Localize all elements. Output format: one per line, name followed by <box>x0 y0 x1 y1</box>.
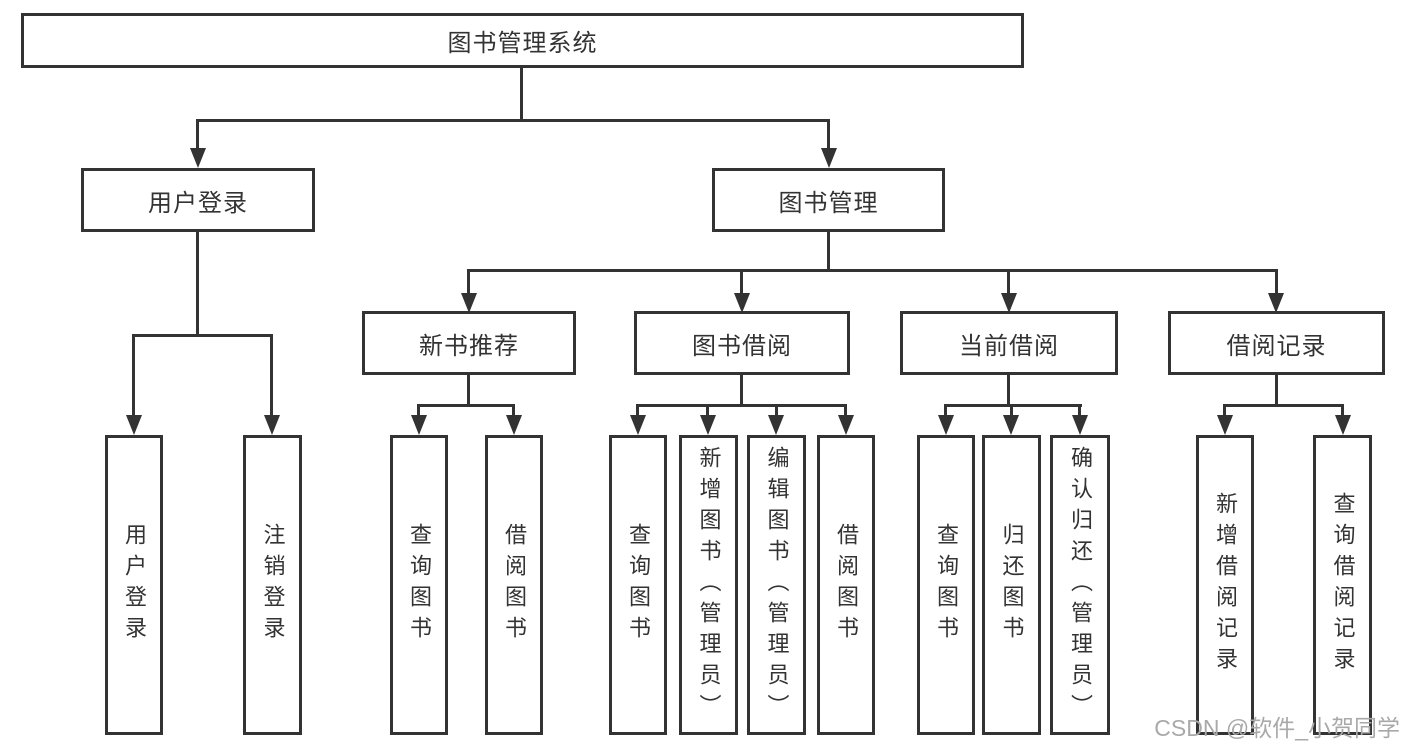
arrow-down-icon <box>190 148 206 168</box>
arrow-down-icon <box>1268 293 1284 313</box>
connector-line <box>1007 375 1010 406</box>
node-root: 图书管理系统 <box>21 13 1024 68</box>
connector-line <box>740 269 743 295</box>
connector-line <box>468 269 1278 272</box>
arrow-down-icon <box>264 415 280 435</box>
leaf-logout: 注销登录 <box>243 435 302 735</box>
leaf-query-books-borrowing-label: 查询图书 <box>626 523 651 647</box>
arrow-down-icon <box>126 415 142 435</box>
connector-line <box>944 404 1082 407</box>
node-borrowing-records: 借阅记录 <box>1168 311 1385 375</box>
connector-line <box>132 334 135 417</box>
arrow-down-icon <box>1217 415 1233 435</box>
connector-line <box>706 404 709 417</box>
connector-line <box>1275 375 1278 406</box>
leaf-query-books-recommend: 查询图书 <box>390 435 448 735</box>
node-new-book-recommend: 新书推荐 <box>362 311 576 375</box>
node-book-management: 图书管理 <box>712 168 945 232</box>
leaf-borrow-books-recommend: 借阅图书 <box>485 435 543 735</box>
connector-line <box>467 375 470 406</box>
leaf-query-books-current-label: 查询图书 <box>934 523 959 647</box>
leaf-query-borrow-record: 查询借阅记录 <box>1313 435 1372 735</box>
node-borrowing-records-label: 借阅记录 <box>1226 332 1327 360</box>
connector-line <box>636 404 847 407</box>
arrow-down-icon <box>411 415 427 435</box>
connector-line <box>775 404 778 417</box>
connector-line <box>740 375 743 406</box>
leaf-confirm-return-admin: 确认归还（管理员） <box>1050 435 1110 735</box>
connector-line <box>1078 404 1081 417</box>
node-book-borrowing: 图书借阅 <box>634 311 850 375</box>
arrow-down-icon <box>768 415 784 435</box>
connector-line <box>1341 404 1344 417</box>
connector-line <box>1010 404 1013 417</box>
connector-line <box>844 404 847 417</box>
leaf-query-books-current: 查询图书 <box>917 435 975 735</box>
node-current-borrowing-label: 当前借阅 <box>959 332 1059 360</box>
leaf-add-book-admin-label: 新增图书（管理员） <box>696 445 722 725</box>
arrow-down-icon <box>630 415 646 435</box>
connector-line <box>270 334 273 417</box>
leaf-add-borrow-record-label: 新增借阅记录 <box>1213 492 1238 678</box>
node-current-borrowing: 当前借阅 <box>900 311 1118 375</box>
node-user-login-label: 用户登录 <box>148 189 248 217</box>
connector-line <box>417 404 514 407</box>
connector-line <box>196 232 199 336</box>
node-book-management-label: 图书管理 <box>778 189 879 217</box>
connector-line <box>417 404 420 417</box>
connector-line <box>1007 269 1010 295</box>
connector-line <box>1223 404 1344 407</box>
leaf-query-books-borrowing: 查询图书 <box>609 435 667 735</box>
leaf-add-borrow-record: 新增借阅记录 <box>1196 435 1254 735</box>
connector-line <box>196 119 199 151</box>
leaf-edit-book-admin: 编辑图书（管理员） <box>747 435 806 735</box>
leaf-confirm-return-admin-label: 确认归还（管理员） <box>1068 445 1093 725</box>
arrow-down-icon <box>1072 415 1088 435</box>
leaf-edit-book-admin-label: 编辑图书（管理员） <box>764 445 790 725</box>
connector-line <box>512 404 515 417</box>
connector-line <box>827 232 830 271</box>
leaf-logout-label: 注销登录 <box>260 523 286 647</box>
arrow-down-icon <box>461 293 477 313</box>
node-new-book-recommend-label: 新书推荐 <box>419 332 519 360</box>
node-book-borrowing-label: 图书借阅 <box>692 332 792 360</box>
leaf-return-book-label: 归还图书 <box>999 523 1025 647</box>
leaf-query-books-recommend-label: 查询图书 <box>407 523 432 647</box>
leaf-return-book: 归还图书 <box>982 435 1041 735</box>
arrow-down-icon <box>1335 415 1351 435</box>
connector-line <box>1275 269 1278 295</box>
arrow-down-icon <box>506 415 522 435</box>
connector-line <box>133 334 273 337</box>
connector-line <box>636 404 639 417</box>
arrow-down-icon <box>1001 293 1017 313</box>
arrow-down-icon <box>838 415 854 435</box>
leaf-user-login-label: 用户登录 <box>122 523 147 647</box>
connector-line <box>944 404 947 417</box>
arrow-down-icon <box>1003 415 1019 435</box>
arrow-down-icon <box>821 148 837 168</box>
connector-line <box>520 68 523 121</box>
leaf-user-login: 用户登录 <box>105 435 163 735</box>
leaf-query-borrow-record-label: 查询借阅记录 <box>1330 492 1356 678</box>
leaf-add-book-admin: 新增图书（管理员） <box>679 435 738 735</box>
arrow-down-icon <box>938 415 954 435</box>
leaf-borrow-books-recommend-label: 借阅图书 <box>502 523 527 647</box>
connector-line <box>827 119 830 151</box>
arrow-down-icon <box>734 293 750 313</box>
leaf-borrow-books-borrowing-label: 借阅图书 <box>834 523 859 647</box>
watermark: CSDN @软件_小贺同学 <box>1154 715 1400 741</box>
connector-line <box>1223 404 1226 417</box>
node-root-label: 图书管理系统 <box>447 30 598 57</box>
connector-line <box>197 119 830 122</box>
leaf-borrow-books-borrowing: 借阅图书 <box>817 435 875 735</box>
arrow-down-icon <box>700 415 716 435</box>
connector-line <box>467 269 470 295</box>
node-user-login: 用户登录 <box>81 168 315 232</box>
